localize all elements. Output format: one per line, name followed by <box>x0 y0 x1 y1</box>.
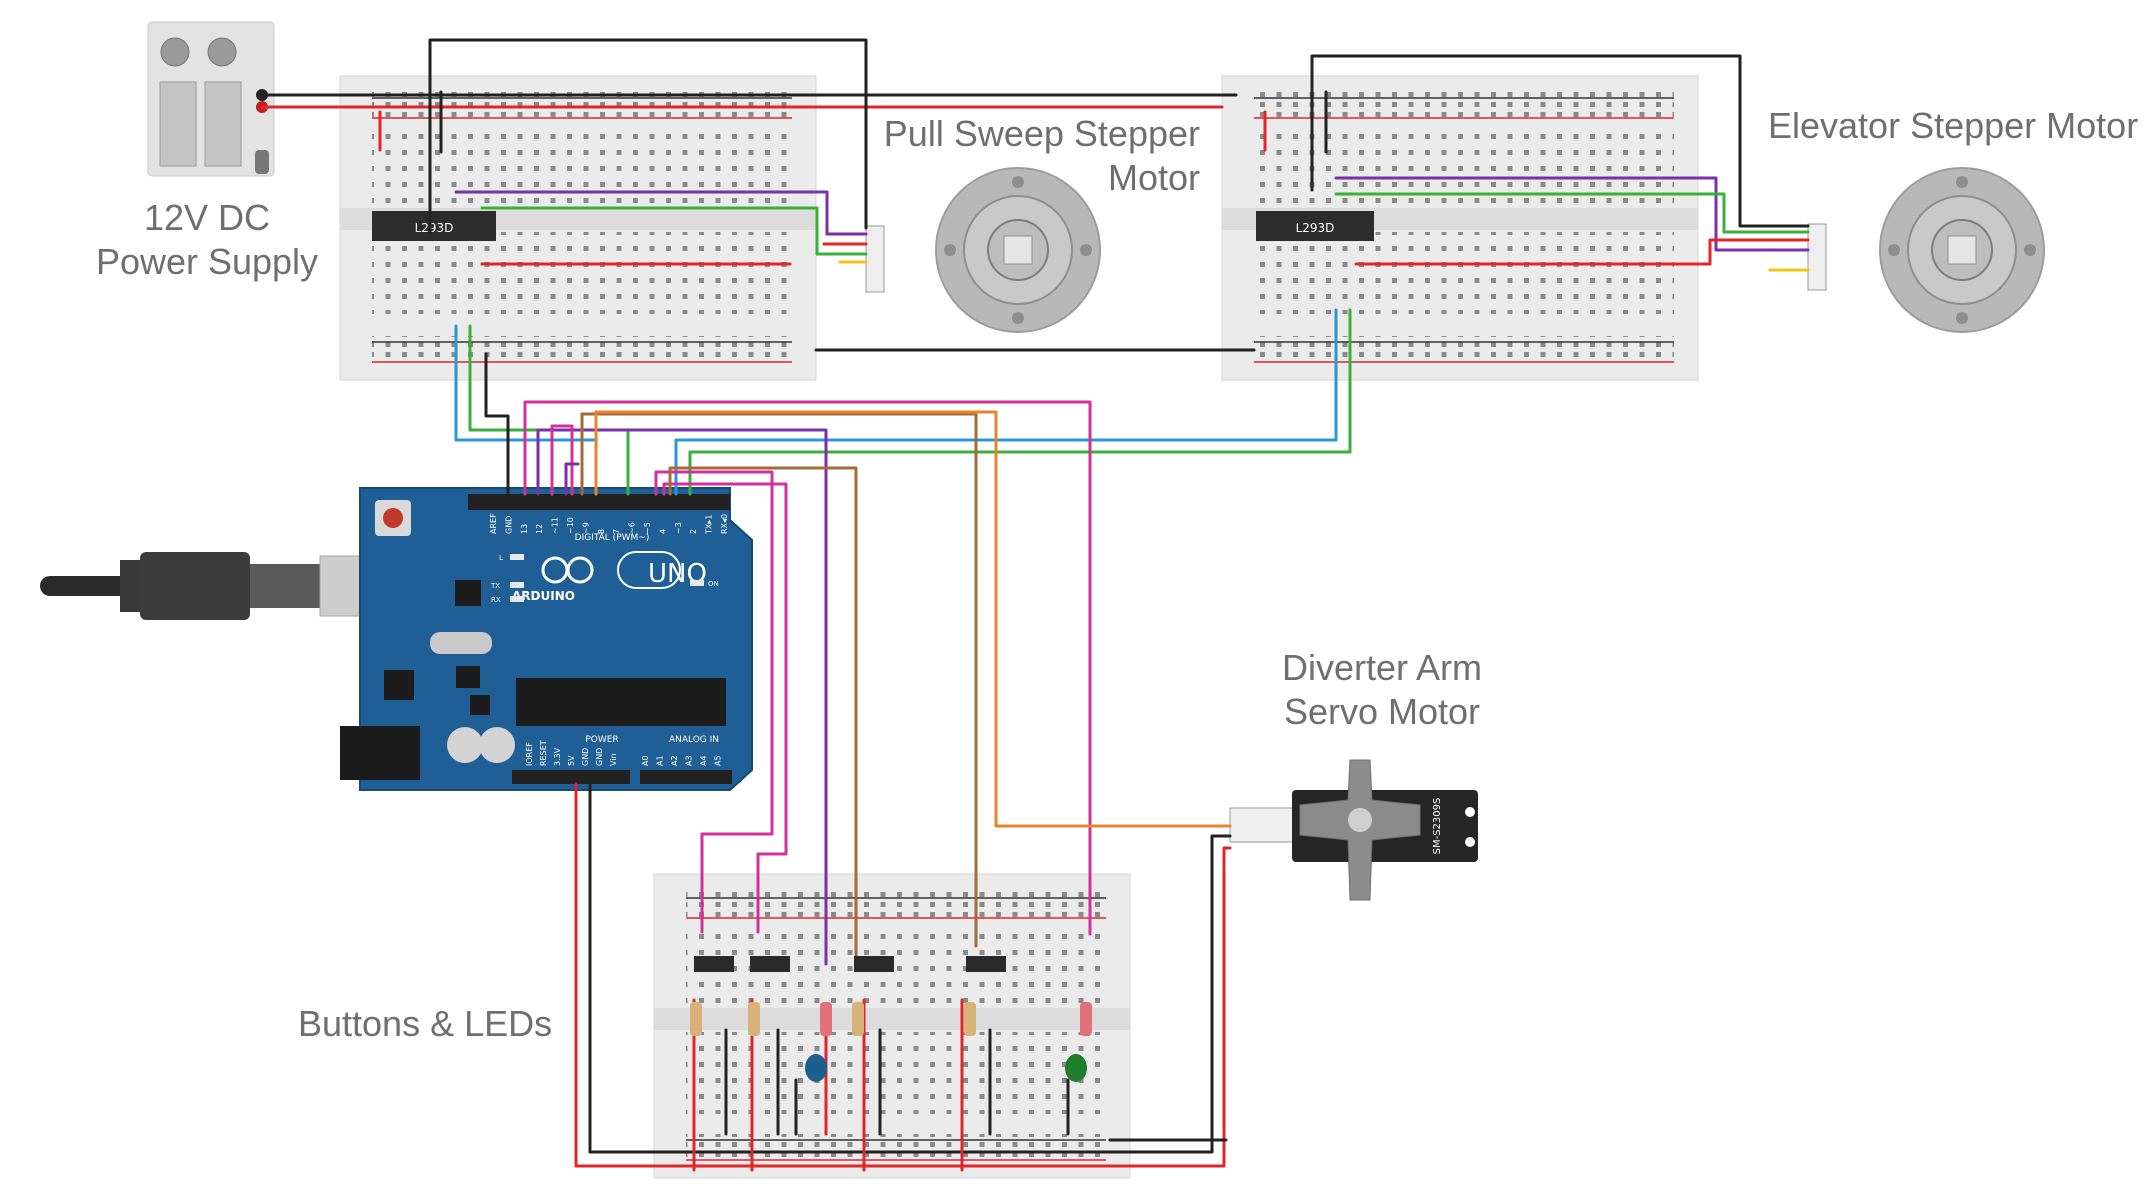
arduino-top-pin-label-5: ~10 <box>566 517 575 534</box>
wire-magenta-button-2 <box>662 482 788 934</box>
arduino-power-pin-label-0: IOREF <box>525 742 534 766</box>
wires <box>260 38 1810 1172</box>
svg-text:L293D: L293D <box>415 221 454 235</box>
wire-purple-motor-a <box>454 190 868 236</box>
pull-sweep-stepper-motor <box>865 167 1101 333</box>
arduino-top-pin-label-10: ~5 <box>643 522 652 534</box>
wire-brown-button <box>580 412 978 948</box>
arduino-analog-pin-label-4: A4 <box>699 755 708 766</box>
arduino-top-pin-label-12: ~3 <box>674 522 683 534</box>
arduino-power-pin-label-1: RESET <box>539 740 548 766</box>
pushbutton-1 <box>694 956 734 972</box>
arduino-top-pin-label-8: 7 <box>612 529 621 534</box>
arduino-top-pin-label-3: 12 <box>535 524 544 534</box>
breadboard-top-right <box>1221 75 1699 381</box>
arduino-analog-pin-label-1: A1 <box>656 755 665 766</box>
arduino-power-pin-label-5: GND <box>595 748 604 766</box>
arduino-power-pin-label-4: GND <box>581 748 590 766</box>
diverter-servo-motor: SM-S2309S <box>1229 759 1478 901</box>
led-green <box>1065 1054 1087 1082</box>
l293d-chip-right: L293D <box>1256 211 1374 241</box>
arduino-top-pin-label-7: 8 <box>597 529 606 534</box>
svg-text:TX: TX <box>490 582 500 590</box>
wire-green-motor-a <box>480 206 868 256</box>
wire-magenta-led <box>523 400 1092 936</box>
arduino-analog-pin-label-2: A2 <box>670 755 679 766</box>
power-supply-label: 12V DC Power Supply <box>95 197 319 282</box>
arduino-analog-pin-labels: A0 A1 A2 A3 A4 A5 <box>641 755 723 766</box>
arduino-top-pin-label-13: 2 <box>689 529 698 534</box>
pushbutton-3 <box>854 956 894 972</box>
atmega-chip <box>516 678 726 726</box>
power-supply <box>147 21 275 177</box>
arduino-top-pin-label-15: RX◂0 <box>720 514 729 534</box>
arduino-analog-pin-label-5: A5 <box>714 755 723 766</box>
arduino-top-pin-label-1: GND <box>504 516 513 534</box>
usb-cable <box>40 552 415 620</box>
arduino-power-pin-label-6: Vin <box>609 753 618 766</box>
arduino-top-pin-labels: AREF GND 13 12 ~11 ~10 ~9 8 7 ~6 ~5 4 ~3 2 TX▸1 RX◂0 <box>489 513 729 535</box>
arduino-top-pin-label-11: 4 <box>658 529 667 534</box>
wire-magenta-button-1 <box>654 470 774 934</box>
wire-5v <box>574 782 1232 1168</box>
buttons-leds-label: Buttons & LEDs <box>298 1003 553 1044</box>
arduino-top-pin-label-2: 13 <box>520 524 529 534</box>
arduino-top-pin-label-14: TX▸1 <box>705 515 714 535</box>
arduino-uno: DIGITAL (PWM~) ARDUINO UNO L TX RX ON PO… <box>340 487 753 791</box>
resistor-4 <box>852 1002 864 1036</box>
arduino-power-pin-label-2: 3.3V <box>553 747 562 766</box>
analog-header <box>640 770 732 784</box>
svg-text:L: L <box>499 554 503 562</box>
wire-top-loop <box>428 38 868 234</box>
wire-gnd <box>588 782 1232 1154</box>
pull-sweep-motor-label: Pull Sweep Stepper Motor <box>883 113 1200 198</box>
arduino-analog-pin-label-3: A3 <box>685 755 694 766</box>
resistor-2 <box>748 1002 760 1036</box>
arduino-top-pin-label-9: ~6 <box>628 522 637 534</box>
svg-text:ANALOG IN: ANALOG IN <box>669 735 719 745</box>
svg-text:POWER: POWER <box>585 735 618 745</box>
elevator-motor-label: Elevator Stepper Motor <box>1768 105 2139 146</box>
pushbutton-4 <box>966 956 1006 972</box>
buttons-leds-parts <box>690 956 1092 1082</box>
svg-text:L293D: L293D <box>1296 221 1335 235</box>
digital-header <box>468 494 730 510</box>
svg-text:SM-S2309S: SM-S2309S <box>1432 798 1443 855</box>
wire-purple-button <box>536 428 828 966</box>
svg-text:DIGITAL (PWM~): DIGITAL (PWM~) <box>575 533 650 543</box>
resistor-1 <box>690 1002 702 1036</box>
resistor-6 <box>1080 1002 1092 1036</box>
arduino-power-pin-label-3: 5V <box>567 755 576 766</box>
wire-top-loop-right <box>1310 54 1810 228</box>
arduino-top-pin-label-6: ~9 <box>581 522 590 534</box>
pushbutton-2 <box>750 956 790 972</box>
arduino-analog-pin-label-0: A0 <box>641 755 650 766</box>
arduino-power-pin-labels: IOREF RESET 3.3V 5V GND GND Vin <box>525 740 618 766</box>
breadboard-bottom <box>653 873 1131 1179</box>
arduino-top-pin-label-4: ~11 <box>551 517 560 534</box>
resistor-3 <box>820 1002 832 1036</box>
svg-text:RX: RX <box>491 596 501 604</box>
led-blue <box>805 1054 827 1082</box>
svg-text:ARDUINO: ARDUINO <box>512 589 575 603</box>
arduino-top-pin-label-0: AREF <box>489 513 498 534</box>
resistor-5 <box>964 1002 976 1036</box>
diverter-servo-label: Diverter Arm Servo Motor <box>1281 647 1483 732</box>
elevator-stepper-motor <box>1807 167 2045 333</box>
l293d-chip-left: L293D <box>372 211 496 241</box>
svg-text:ON: ON <box>708 580 719 588</box>
power-header <box>512 770 630 784</box>
wire-orange-servo <box>594 410 1232 828</box>
